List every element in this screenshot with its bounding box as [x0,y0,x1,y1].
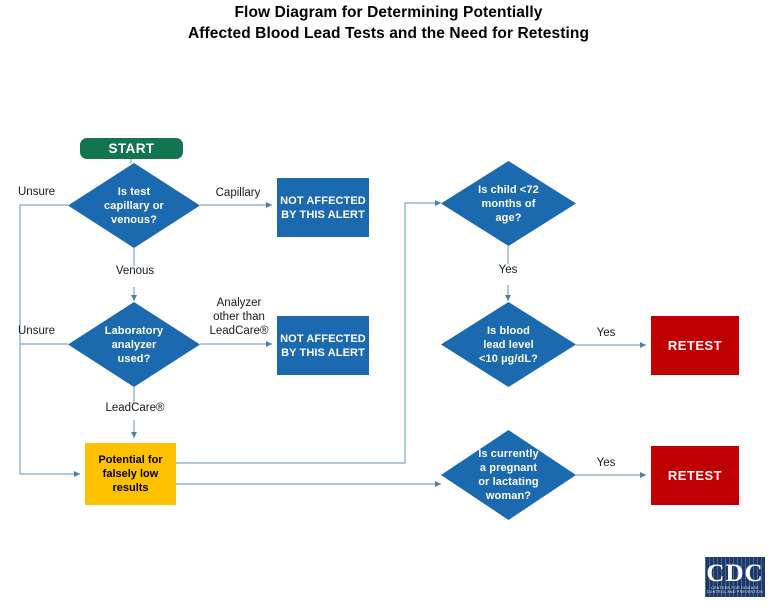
edge-warning-to-q-age [176,200,441,464]
node-retest-1-label: RETEST [667,338,723,353]
diamond-shape [441,161,576,246]
node-not-affected-1[interactable]: NOT AFFECTED BY THIS ALERT [277,178,369,237]
edge-label-yes-age: Yes [498,264,518,276]
diamond-shape [441,430,576,520]
diamond-shape [68,163,200,248]
node-start[interactable]: START [80,138,183,159]
node-potential-falsely-low[interactable]: Potential for falsely low results [85,443,176,505]
edge-label-yes-blood-lead: Yes [596,327,616,339]
edge-label-unsure-2: Unsure [18,325,56,337]
node-not-affected-2[interactable]: NOT AFFECTED BY THIS ALERT [277,316,369,375]
node-not-affected-2-label: NOT AFFECTED BY THIS ALERT [280,332,366,359]
edge-label-yes-pregnant: Yes [596,457,616,469]
edge-label-capillary: Capillary [215,187,261,199]
title-line-2: Affected Blood Lead Tests and the Need f… [187,25,590,42]
page-title: Flow Diagram for Determining Potentially… [0,2,777,44]
node-retest-2[interactable]: RETEST [651,446,739,505]
node-question-capillary-or-venous[interactable]: Is test capillary or venous? [68,163,200,248]
cdc-logo: CDC CENTERS FOR DISEASE CONTROL AND PREV… [705,557,765,597]
edge-q1-unsure-to-warning [19,204,80,477]
node-retest-2-label: RETEST [667,468,723,483]
edge-label-venous: Venous [115,265,155,277]
cdc-logo-plate [705,557,765,597]
node-not-affected-1-label: NOT AFFECTED BY THIS ALERT [280,194,366,221]
diamond-shape [441,302,576,387]
node-potential-falsely-low-label: Potential for falsely low results [98,454,163,494]
node-question-pregnant-or-lactating[interactable]: Is currently a pregnant or lactating wom… [441,430,576,520]
node-retest-1[interactable]: RETEST [651,316,739,375]
edge-label-analyzer-other-than-leadcare: Analyzer other than LeadCare® [209,297,269,337]
diamond-shape [68,302,200,387]
cdc-logo-tagline: CENTERS FOR DISEASE CONTROL AND PREVENTI… [706,585,764,595]
edge-label-leadcare: LeadCare® [105,402,165,414]
title-line-1: Flow Diagram for Determining Potentially [234,4,543,21]
cdc-logo-letters: CDC [706,560,764,587]
node-question-lab-analyzer[interactable]: Laboratory analyzer used? [68,302,200,387]
node-question-child-under-72-months[interactable]: Is child <72 months of age? [441,161,576,246]
node-question-blood-lead-level[interactable]: Is blood lead level <10 µg/dL? [441,302,576,387]
node-start-label: START [108,141,155,156]
edge-label-unsure-1: Unsure [18,186,56,198]
